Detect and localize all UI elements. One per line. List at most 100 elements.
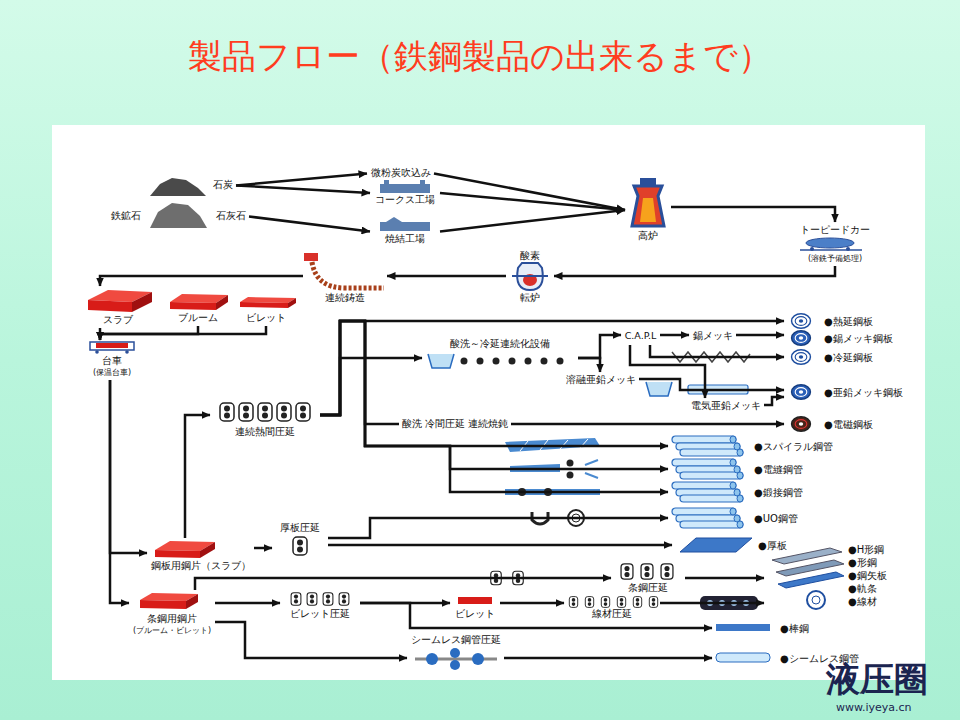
blast-furnace-icon <box>640 178 656 186</box>
hot-strip-mill-icon <box>239 403 253 421</box>
flow-arrow <box>320 321 668 492</box>
flow-arrow <box>215 622 407 658</box>
process-node: ビレット <box>236 292 296 326</box>
wire-rod-mill-icon <box>569 597 577 608</box>
node-label: (ブルーム・ビレット) <box>133 626 211 636</box>
node-label: 微粉炭吹込み <box>371 167 431 179</box>
process-node: 連続鋳造 <box>303 252 387 306</box>
section-mill-icon <box>641 564 653 579</box>
node-label: (溶銑予備処理) <box>808 254 862 264</box>
slab-for-plate-icon <box>155 550 200 558</box>
coal-pile <box>150 178 206 196</box>
coil-icon <box>792 331 811 346</box>
process-node: ブルーム <box>168 290 228 326</box>
flow-arrow <box>195 578 611 590</box>
node-label: ●軌条 <box>848 582 877 595</box>
process-node: 溶融亜鉛メッキ <box>562 372 639 389</box>
pipe-bundle-icon <box>672 436 743 528</box>
billet-icon <box>240 297 296 308</box>
flow-arrow <box>320 321 668 446</box>
product-item: ●スパイラル鋼管 <box>668 438 837 455</box>
node-label: 高炉 <box>638 230 658 242</box>
node-label: ●厚板 <box>758 539 787 552</box>
node-label: 鉄鉱石 <box>111 210 141 222</box>
sinter-plant-icon <box>386 217 402 222</box>
flow-arrow <box>660 602 764 605</box>
torpedo-car-icon <box>846 247 850 251</box>
process-node: 線材圧延 <box>564 594 660 622</box>
node-label: 線材圧延 <box>592 608 632 620</box>
wire-rod-mill-icon <box>601 597 609 608</box>
node-label: ●冷延鋼板 <box>824 351 873 364</box>
flow-arrow <box>440 210 625 232</box>
process-node: 焼結工場 <box>370 216 440 247</box>
billet-mill-icon <box>291 593 301 606</box>
billet-icon <box>288 298 296 308</box>
node-label: ●UO鋼管 <box>754 512 798 525</box>
bloom-billet-icon <box>186 594 198 609</box>
seamless-mill-icon <box>415 648 497 670</box>
node-label: 鋼板用鋼片（スラブ） <box>151 560 251 572</box>
flow-arrow <box>254 547 272 550</box>
torpedo-car-icon <box>800 249 862 251</box>
slab-icon <box>88 290 152 312</box>
wire-rod-mill-icon <box>617 597 625 608</box>
product-item: ●UO鋼管 <box>668 510 802 527</box>
process-node: 微粉炭吹込み <box>367 165 434 182</box>
thick-plate-icon <box>680 538 752 552</box>
node-label: ビレット <box>246 312 286 324</box>
process-node: C.A.P.L <box>621 328 660 345</box>
slab-for-plate-icon <box>200 542 215 558</box>
billet-icon <box>240 302 288 308</box>
coil-icon <box>792 350 811 365</box>
sinter-plant-icon <box>380 222 430 231</box>
edge-label: 酸洗 冷間圧延 連続焼鈍 <box>399 418 511 430</box>
billet-mill-icon <box>291 593 349 606</box>
node-label: 転炉 <box>520 292 540 304</box>
diagram-panel <box>52 125 925 680</box>
pipe-bundle-icon <box>672 459 743 479</box>
node-label: ●鋼矢板 <box>848 569 887 582</box>
bloom-icon <box>170 302 216 310</box>
flow-arrow <box>650 345 784 357</box>
flow-arrow <box>100 276 303 286</box>
flow-arrow <box>320 358 422 415</box>
node-label: 錫メッキ <box>693 330 733 342</box>
section-mill-icon <box>621 564 633 579</box>
process-node: 高炉 <box>625 176 671 244</box>
node-label: トーピードカー <box>800 224 870 236</box>
product-item: ●厚板 <box>672 537 791 554</box>
node-label: ●錫メッキ鋼板 <box>824 332 893 345</box>
process-node: スラブ <box>83 286 153 328</box>
process-node: 電気亜鉛メッキ <box>687 398 764 415</box>
flow-arrow <box>554 266 835 276</box>
node-label: ●電磁鋼板 <box>824 418 873 431</box>
section-products-icon <box>772 548 844 609</box>
hot-strip-mill-icon <box>296 403 310 421</box>
flow-arrow <box>185 415 210 538</box>
node-label: ビレット <box>455 608 495 620</box>
billet-mill-icon <box>339 593 349 606</box>
flow-arrow <box>671 207 835 222</box>
node-label: 溶融亜鉛メッキ <box>566 374 636 386</box>
process-node: ビレット圧延 <box>280 592 360 622</box>
cart-icon <box>96 343 128 348</box>
process-node: シームレス鋼管圧延 <box>407 632 504 672</box>
node-label: ●棒鋼 <box>780 622 809 635</box>
flow-arrow <box>736 334 784 337</box>
product-item: ●亜鉛メッキ鋼板 <box>784 384 907 401</box>
bloom-icon <box>216 295 228 310</box>
process-node: 酸洗～冷延連続化設備 <box>422 336 578 370</box>
pipe-bundle-icon <box>672 482 743 502</box>
node-label: ●亜鉛メッキ鋼板 <box>824 386 903 399</box>
node-label: ●スパイラル鋼管 <box>754 440 833 453</box>
cart-icon <box>90 342 134 350</box>
coke-plant-icon <box>420 180 425 184</box>
flow-arrow <box>578 358 600 372</box>
node-label: 厚板圧延 <box>280 522 320 534</box>
product-item: ●冷延鋼板 <box>784 349 877 366</box>
blast-furnace-icon <box>640 198 656 222</box>
flow-arrow <box>320 321 784 415</box>
node-label: ●H形鋼 <box>848 543 884 556</box>
